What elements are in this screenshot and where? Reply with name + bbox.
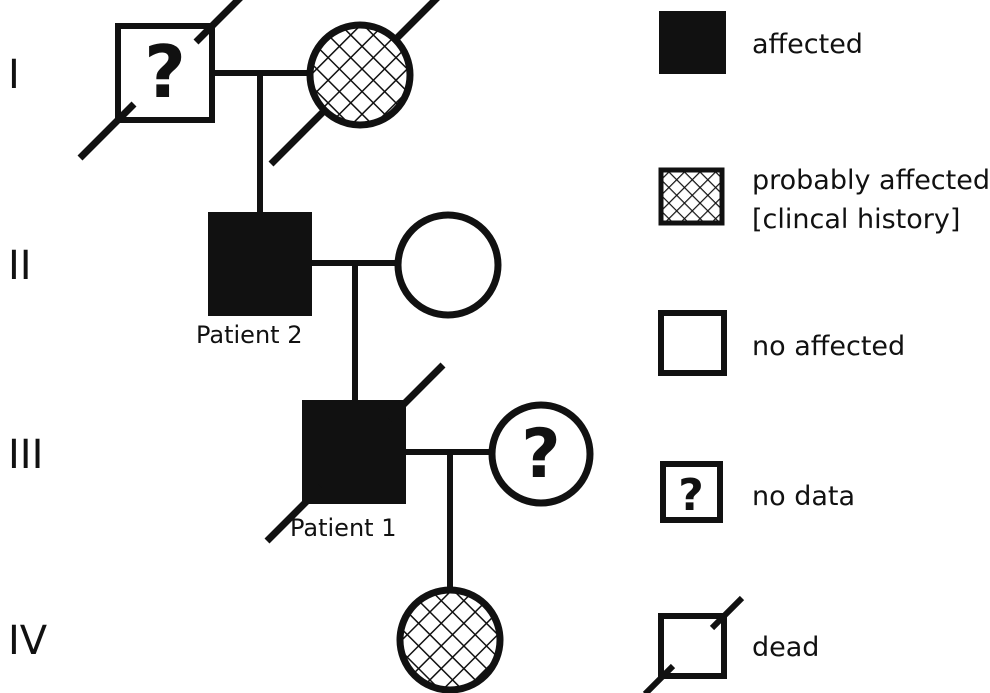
person-label-patient-1: Patient 1: [290, 514, 396, 542]
legend-label-no-data: no data: [752, 481, 855, 512]
individual-ii-2[interactable]: [394, 211, 502, 319]
legend-label-probably-affected-sub: [clincal history]: [752, 204, 960, 235]
generation-label-i: I: [8, 52, 20, 98]
legend-swatch-outline: [658, 167, 725, 226]
legend-swatch-probably-affected: [661, 170, 722, 223]
individual-i-2[interactable]: [268, 0, 449, 167]
individual-i-1[interactable]: ?: [77, 0, 250, 161]
symbol-circle-no-data[interactable]: [488, 401, 594, 507]
dead-slash-icon: [392, 0, 440, 43]
dead-slash-icon: [193, 0, 243, 45]
generation-label-iv: IV: [8, 618, 48, 664]
person-label-patient-2: Patient 2: [196, 321, 302, 349]
legend-item-affected: affected: [659, 11, 863, 74]
legend-item-dead: dead: [642, 595, 819, 693]
individual-iii-1[interactable]: Patient 1: [264, 362, 446, 544]
connector-lines: [212, 70, 494, 592]
dead-slash-icon: [77, 101, 137, 161]
legend-label-affected: affected: [752, 29, 863, 60]
dead-slash-icon: [709, 595, 745, 631]
symbol-circle-probably-affected[interactable]: [400, 590, 500, 690]
symbol-circle-no-affected[interactable]: [394, 211, 502, 319]
legend: affected probably affected [clincal hist…: [642, 11, 990, 693]
legend-swatch-no-data: [660, 461, 723, 523]
individual-ii-1[interactable]: Patient 2: [196, 212, 312, 349]
symbol-square-affected[interactable]: [208, 212, 312, 316]
legend-no-data-question-mark: ?: [678, 470, 704, 521]
symbol-circle-outline: [396, 586, 504, 693]
legend-label-no-affected: no affected: [752, 331, 905, 362]
generation-labels: I II III IV: [8, 52, 48, 664]
legend-swatch-affected: [659, 11, 726, 74]
no-data-question-mark: ?: [521, 415, 560, 494]
symbol-circle-probably-affected[interactable]: [310, 25, 410, 125]
legend-item-probably-affected: probably affected [clincal history]: [658, 165, 990, 235]
dead-slash-icon: [268, 107, 328, 167]
legend-item-no-affected: no affected: [658, 310, 905, 376]
symbol-circle-outline: [306, 21, 414, 129]
dead-slash-icon: [386, 362, 446, 422]
legend-swatch-no-affected: [658, 310, 727, 376]
symbol-square-affected[interactable]: [302, 400, 406, 504]
legend-label-dead: dead: [752, 632, 819, 663]
generation-label-ii: II: [8, 243, 32, 289]
dead-slash-icon: [264, 484, 324, 544]
generation-label-iii: III: [8, 432, 43, 478]
individual-iii-2[interactable]: ?: [488, 401, 594, 507]
legend-label-probably-affected: probably affected: [752, 165, 990, 196]
dead-slash-icon: [642, 663, 676, 693]
individual-iv-1[interactable]: [396, 586, 504, 693]
legend-item-no-data: ? no data: [660, 461, 855, 523]
no-data-question-mark: ?: [144, 30, 186, 114]
